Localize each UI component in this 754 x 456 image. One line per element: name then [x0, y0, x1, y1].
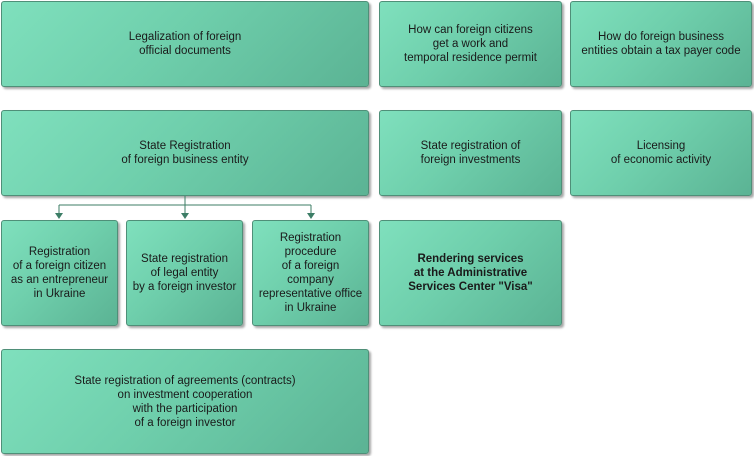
arrowhead-representative [307, 213, 315, 219]
tile-licensing[interactable]: Licensing of economic activity [570, 110, 752, 196]
tile-work-permit[interactable]: How can foreign citizens get a work and … [379, 1, 562, 87]
tile-state-registration-investments-label: State registration of foreign investment… [420, 140, 521, 166]
tile-registration-entrepreneur[interactable]: Registration of a foreign citizen as an … [1, 220, 118, 326]
tile-agreements-label: State registration of agreements (contra… [74, 374, 296, 429]
tile-visa-center[interactable]: Rendering services at the Administrative… [379, 220, 562, 326]
tile-state-registration-business[interactable]: State Registration of foreign business e… [1, 110, 369, 196]
tile-tax-code[interactable]: How do foreign business entities obtain … [570, 1, 752, 87]
arrowhead-legal-entity [181, 213, 189, 219]
tile-representative-office-label: Registration procedure of a foreign comp… [258, 232, 363, 314]
arrowhead-entrepreneur [55, 213, 63, 219]
tile-registration-legal-entity[interactable]: State registration of legal entity by a … [126, 220, 243, 326]
tile-state-registration-business-label: State Registration of foreign business e… [121, 140, 249, 166]
tile-work-permit-label: How can foreign citizens get a work and … [404, 24, 537, 64]
tile-state-registration-investments[interactable]: State registration of foreign investment… [379, 110, 562, 196]
tile-licensing-label: Licensing of economic activity [610, 140, 712, 166]
tile-tax-code-label: How do foreign business entities obtain … [581, 31, 741, 57]
tile-registration-legal-entity-label: State registration of legal entity by a … [132, 253, 237, 293]
tile-visa-center-label: Rendering services at the Administrative… [408, 253, 533, 293]
tile-representative-office[interactable]: Registration procedure of a foreign comp… [252, 220, 369, 326]
tile-agreements[interactable]: State registration of agreements (contra… [1, 349, 369, 454]
tile-legalization-label: Legalization of foreign official documen… [128, 31, 242, 57]
tile-registration-entrepreneur-label: Registration of a foreign citizen as an … [10, 246, 109, 300]
tile-legalization[interactable]: Legalization of foreign official documen… [1, 1, 369, 87]
